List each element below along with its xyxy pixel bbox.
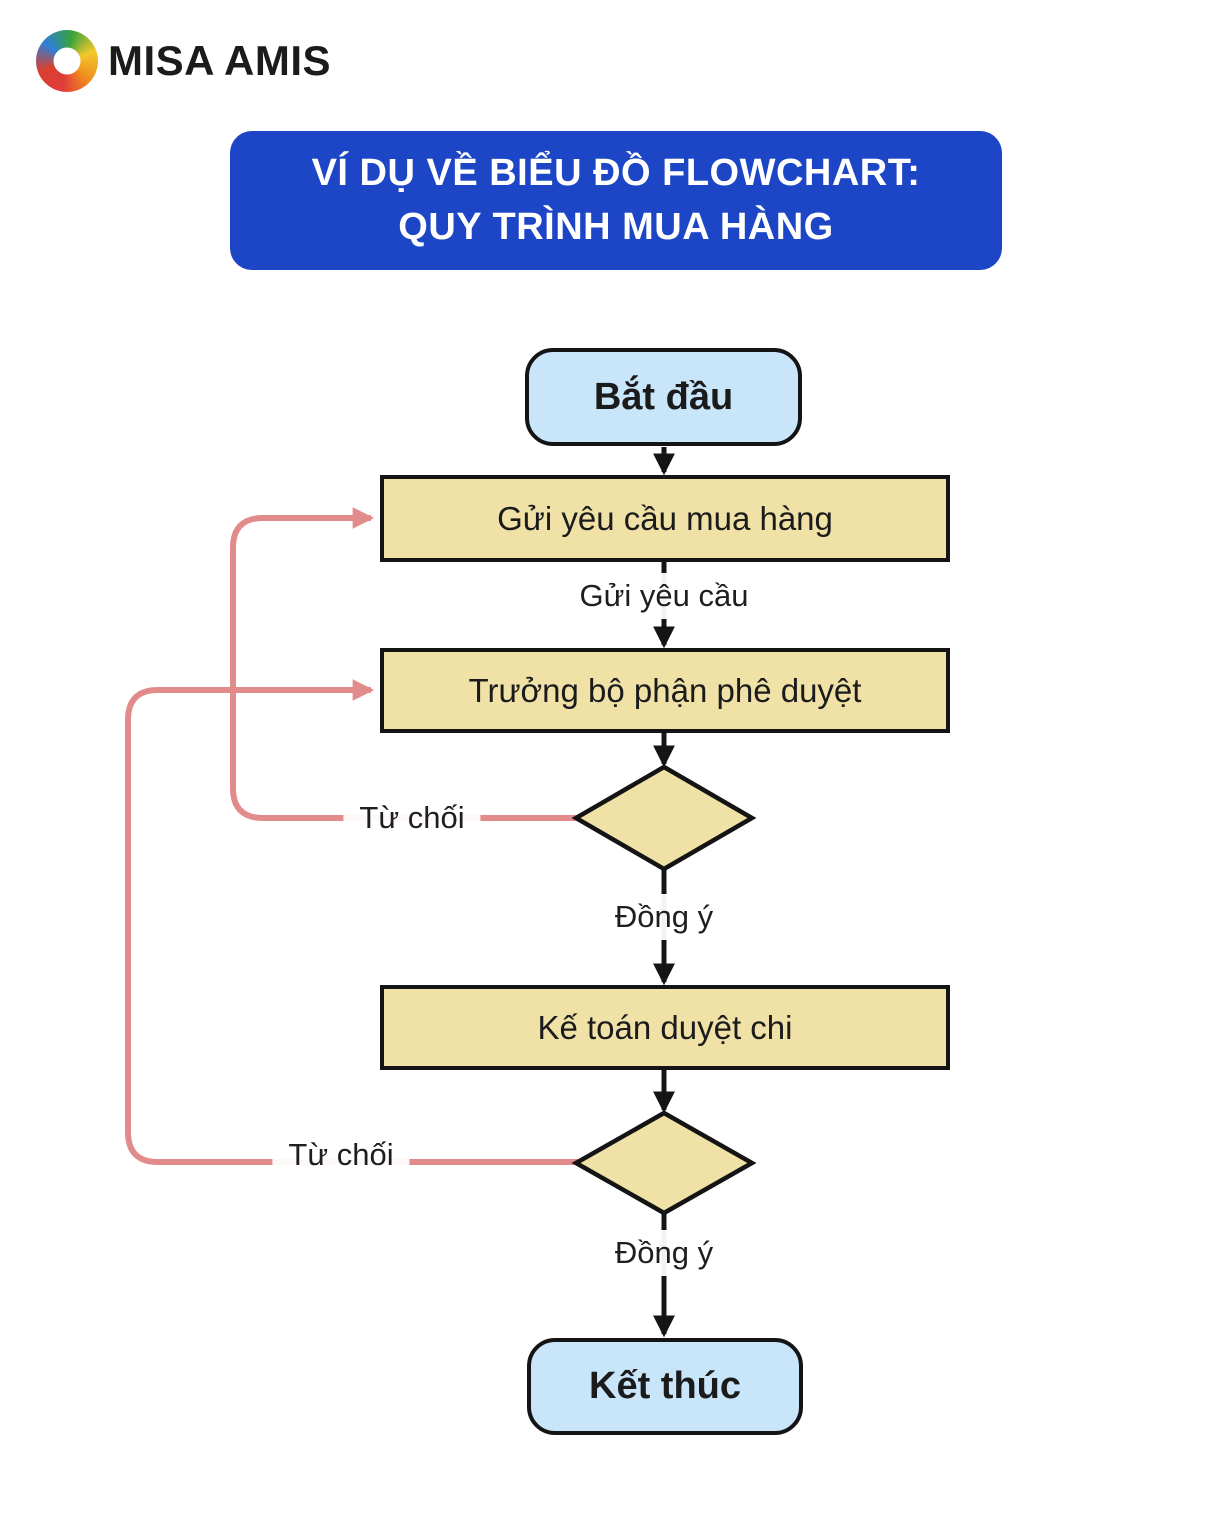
- process-node-accounting-approval: Kế toán duyệt chi: [380, 985, 950, 1070]
- reject-loop-decision1-to-process1: [230, 507, 578, 821]
- decision-diamond-2: [571, 1110, 757, 1216]
- decision-diamond-1: [571, 764, 757, 872]
- title-line-1: VÍ DỤ VỀ BIỂU ĐỒ FLOWCHART:: [311, 151, 921, 194]
- title-line-2: QUY TRÌNH MUA HÀNG: [398, 205, 834, 248]
- title-banner: VÍ DỤ VỀ BIỂU ĐỒ FLOWCHART: QUY TRÌNH MU…: [230, 131, 1002, 270]
- start-node: Bắt đầu: [525, 348, 802, 446]
- process-node-send-purchase-request: Gửi yêu cầu mua hàng: [380, 475, 950, 562]
- edge-label-agree-1: Đồng ý: [598, 894, 730, 940]
- edge-label-agree-2: Đồng ý: [598, 1230, 730, 1276]
- end-node: Kết thúc: [527, 1338, 803, 1435]
- misa-swirl-icon: [36, 30, 98, 92]
- process-node-manager-approval: Trưởng bộ phận phê duyệt: [380, 648, 950, 733]
- brand-header: MISA AMIS: [36, 30, 331, 92]
- brand-name: MISA AMIS: [108, 37, 332, 84]
- edge-label-send-request: Gửi yêu cầu: [563, 573, 765, 619]
- reject-loop-decision2-to-process2: [125, 679, 578, 1165]
- edge-label-reject-1: Từ chối: [343, 795, 481, 841]
- edge-label-reject-2: Từ chối: [272, 1132, 410, 1178]
